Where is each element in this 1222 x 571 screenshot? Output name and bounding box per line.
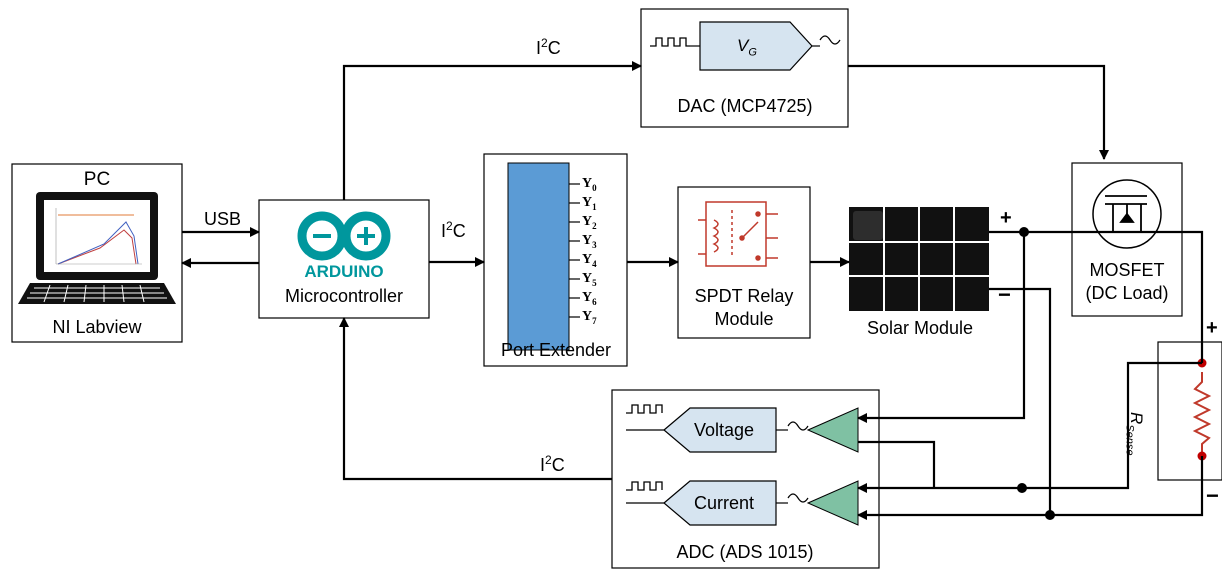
relay-symbol-icon: [698, 201, 778, 267]
adc-internals: [626, 404, 859, 526]
adc-voltage-label: Voltage: [694, 420, 755, 440]
i2c-label-port: I2C: [441, 219, 466, 241]
solar-panel-icon: [849, 207, 989, 311]
pc-title: PC: [83, 169, 111, 190]
mosfet-box: [1071, 162, 1183, 317]
solar-minus: −: [998, 282, 1011, 307]
dac-symbol: VG: [737, 36, 757, 59]
mosfet-label-line1: MOSFET: [1089, 260, 1165, 280]
pin-y5: Y5: [582, 271, 597, 288]
port-extender-pin-lines: [569, 183, 580, 318]
solar-plus: +: [1000, 207, 1012, 229]
microcontroller-label: Microcontroller: [284, 286, 404, 306]
mosfet-symbol-icon: [1092, 179, 1162, 249]
i2c-label-adc: I2C: [540, 453, 565, 475]
dac-internals: [650, 21, 841, 71]
pin-y6: Y6: [582, 290, 597, 307]
pin-y0: Y0: [582, 176, 597, 193]
pin-y3: Y3: [582, 233, 597, 250]
relay-label-line1: SPDT Relay: [694, 286, 794, 306]
pin-y4: Y4: [582, 252, 597, 269]
relay-box: [677, 186, 811, 339]
laptop-icon: [18, 192, 176, 304]
pc-label: NI Labview: [52, 317, 142, 337]
adc-current-label: Current: [694, 493, 755, 513]
arduino-logo-icon: [297, 211, 391, 261]
rsense-box: [1157, 341, 1222, 481]
rsense-label: RSense: [1123, 412, 1146, 456]
pin-y1: Y1: [582, 195, 597, 212]
port-extender-chip: [507, 162, 570, 351]
port-extender-label: Port Extender: [500, 340, 612, 360]
i2c-label-dac: I2C: [536, 36, 561, 58]
connections: [181, 61, 1204, 520]
junction-dots: [1017, 227, 1055, 520]
arduino-minus-plus: [313, 227, 375, 245]
rsense-minus: −: [1206, 483, 1219, 508]
arduino-brand: ARDUINO: [304, 262, 384, 281]
adc-label: ADC (ADS 1015): [676, 542, 814, 562]
microcontroller-box: [258, 199, 430, 319]
pin-y2: Y2: [582, 214, 597, 231]
solar-label: Solar Module: [866, 318, 974, 338]
mosfet-label-line2: (DC Load): [1085, 283, 1169, 303]
dac-label: DAC (MCP4725): [677, 96, 813, 116]
rsense-plus: +: [1206, 317, 1218, 339]
usb-label: USB: [204, 209, 242, 229]
relay-label-line2: Module: [714, 309, 774, 329]
pin-y7: Y7: [582, 309, 597, 326]
